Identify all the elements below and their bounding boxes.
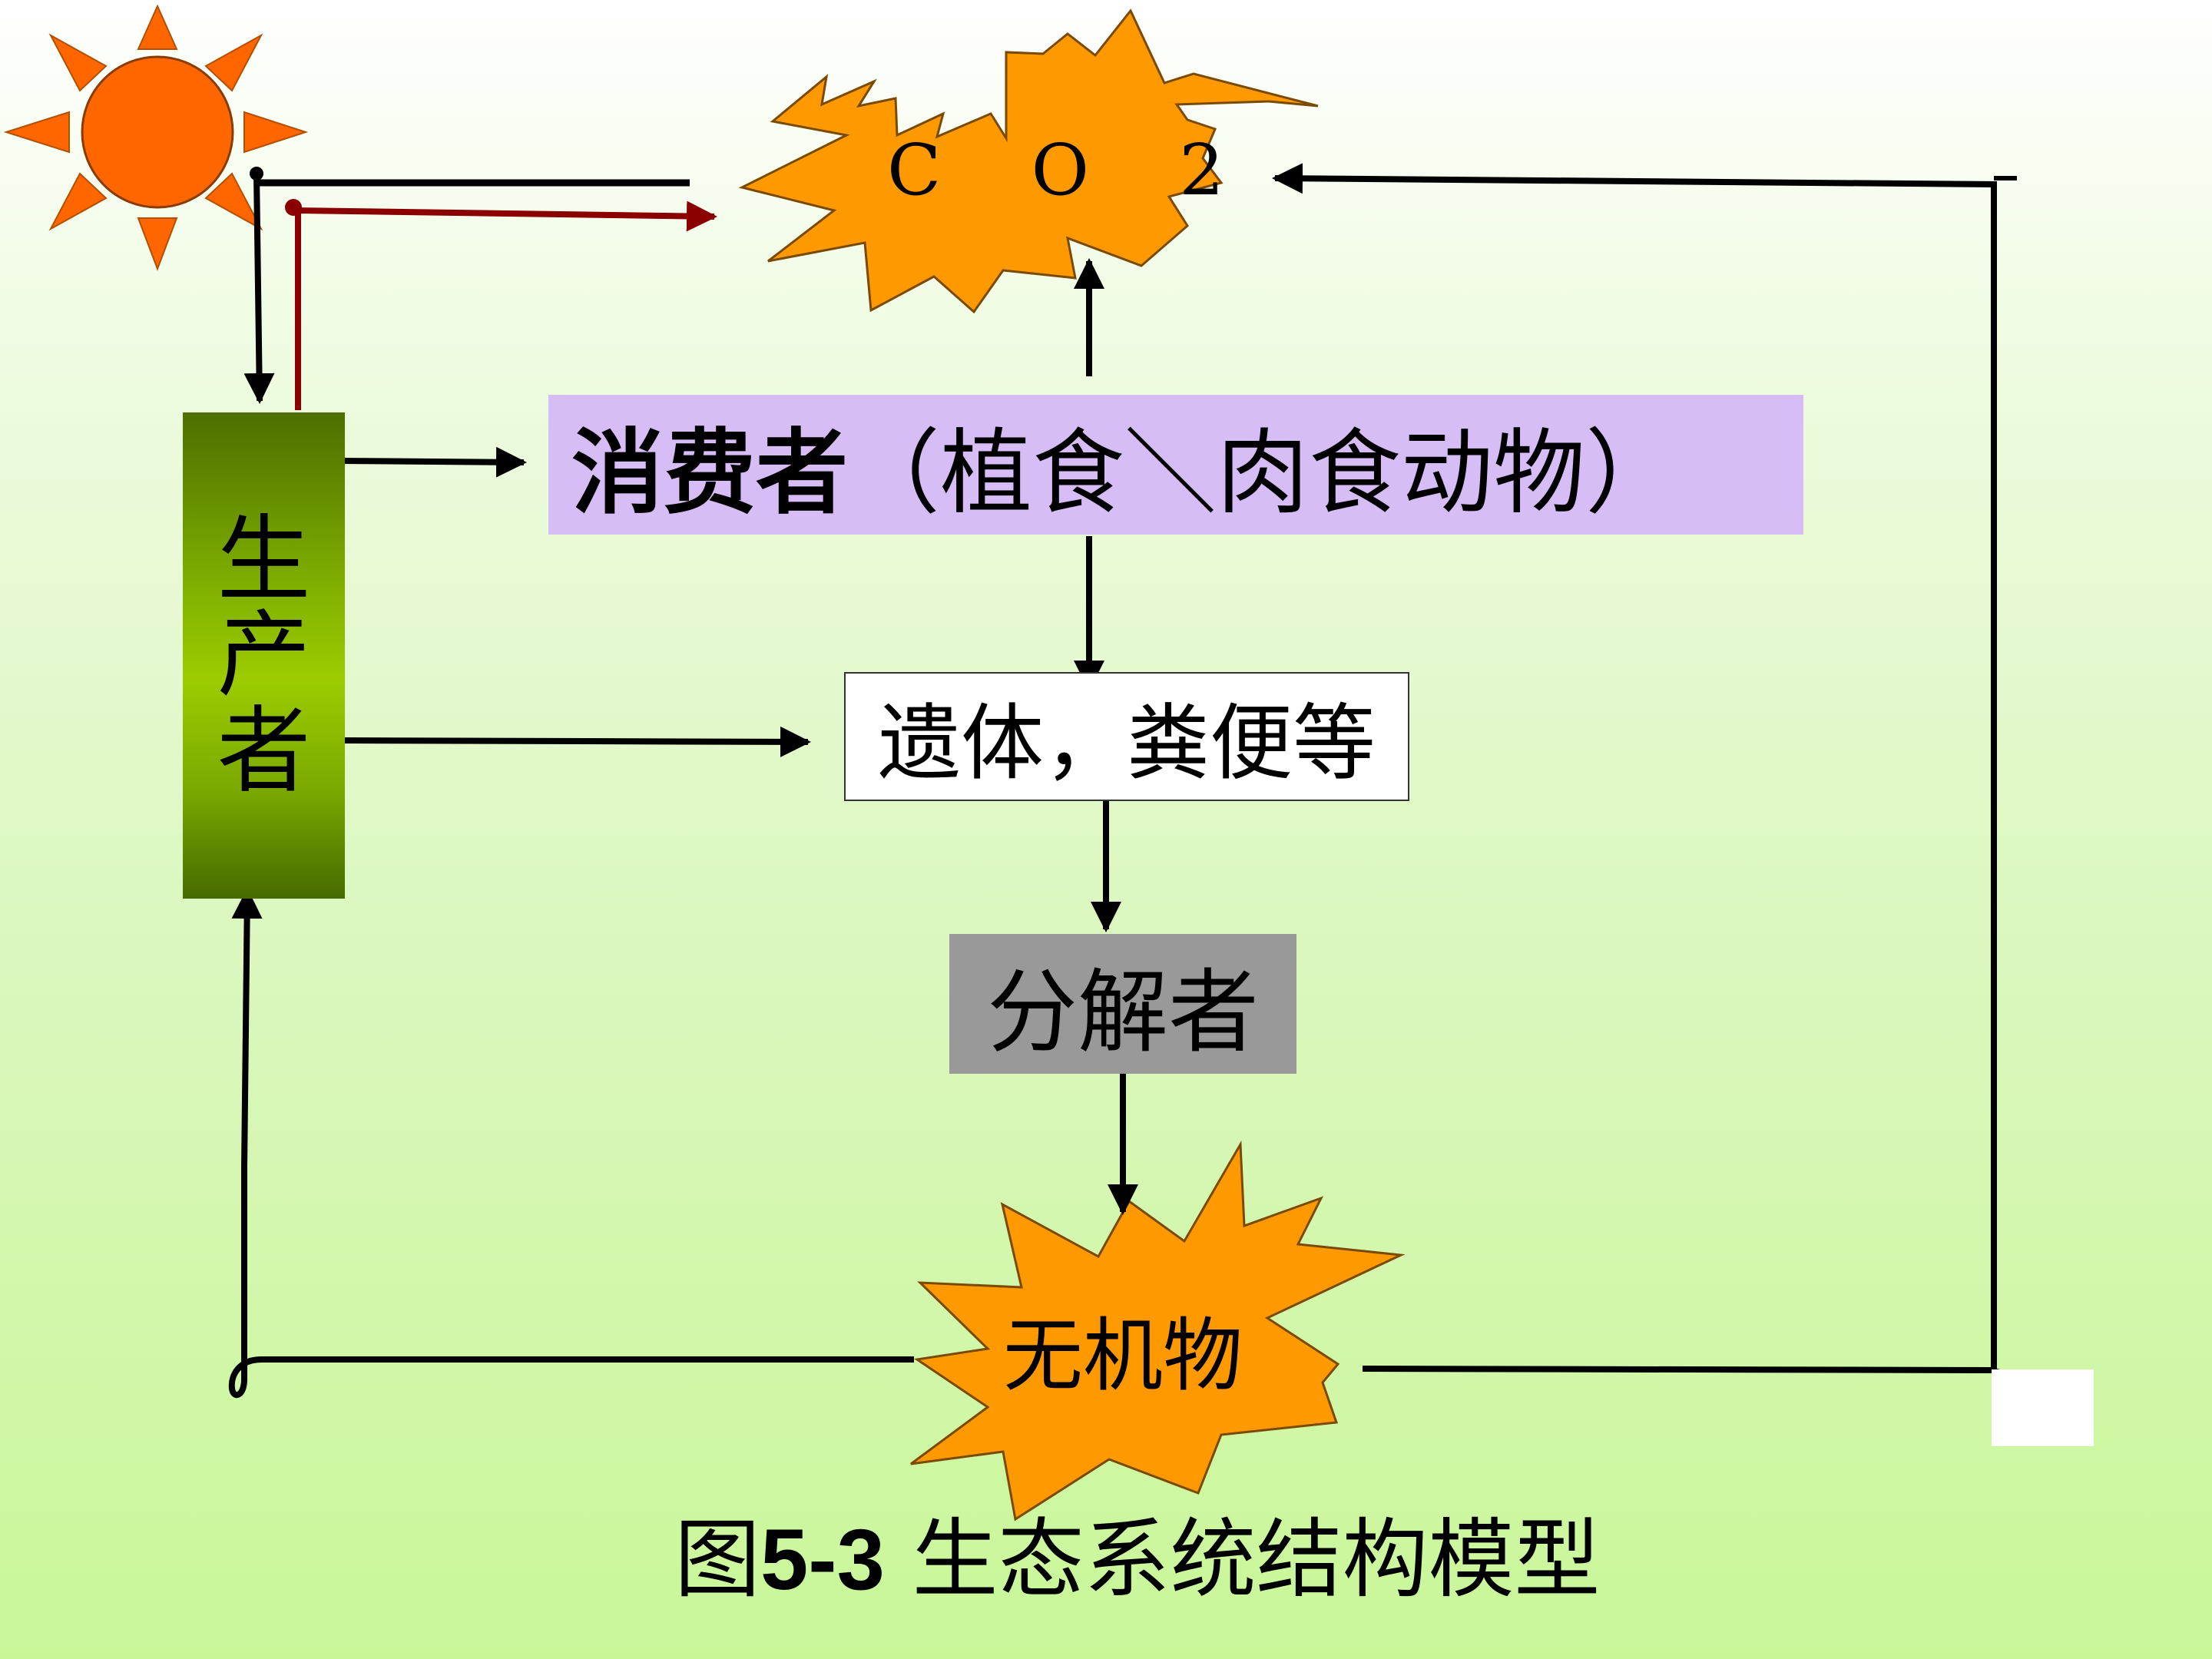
producer-box: 生 产 者 bbox=[183, 412, 345, 899]
inorganic-starburst bbox=[910, 1140, 1406, 1522]
consumer-detail: （植食＼肉食动物） bbox=[848, 420, 1677, 527]
inorganic-to-producer-arrow bbox=[228, 888, 914, 1399]
decomposer-label: 分解者 bbox=[986, 959, 1259, 1065]
figure-caption: 图5-3 生态系统结构模型 bbox=[674, 1490, 1600, 1614]
co2-label: C O 2 bbox=[887, 129, 1258, 211]
consumer-label: 消费者 bbox=[571, 420, 848, 527]
inorganic-to-co2-loop bbox=[1272, 163, 1997, 1374]
caption-text: 生态系统结构模型 bbox=[884, 1510, 1601, 1610]
producer-char: 产 bbox=[217, 601, 311, 710]
producer-char: 者 bbox=[217, 696, 311, 806]
producer-to-consumer-arrow bbox=[340, 446, 527, 478]
co2-starburst bbox=[738, 8, 1319, 314]
caption-number: 5-3 bbox=[760, 1512, 885, 1608]
remains-box: 遗体，粪便等 bbox=[844, 672, 1409, 801]
inorganic-label: 无机物 bbox=[1003, 1309, 1243, 1402]
consumer-box: 消费者（植食＼肉食动物） bbox=[548, 395, 1803, 535]
producer-char: 生 bbox=[217, 505, 311, 614]
caption-prefix: 图 bbox=[674, 1510, 760, 1610]
energy-flow-arrow bbox=[295, 200, 717, 410]
producer-to-remains-arrow bbox=[340, 726, 811, 757]
sun-icon bbox=[3, 4, 309, 271]
corner-white-box bbox=[1992, 1369, 2094, 1446]
remains-label: 遗体，粪便等 bbox=[877, 696, 1376, 792]
decomposer-box: 分解者 bbox=[949, 934, 1296, 1074]
sun-to-producer-arrow bbox=[243, 173, 275, 404]
